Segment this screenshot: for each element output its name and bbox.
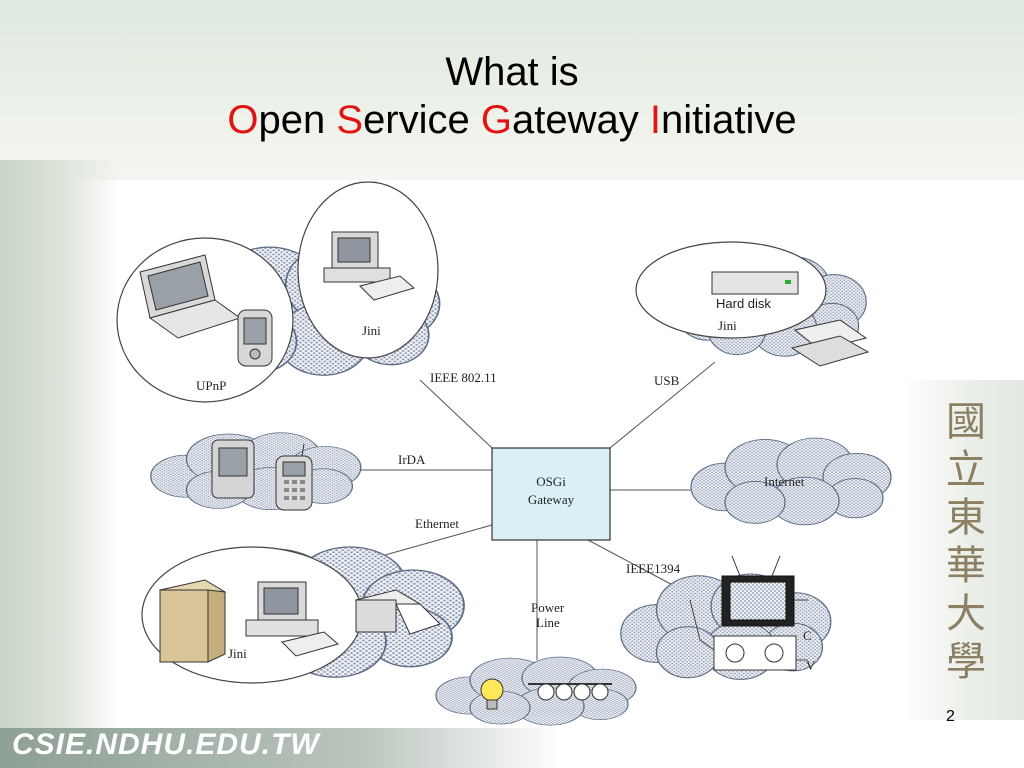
title-initial-i: I <box>649 98 661 142</box>
label-v: V <box>806 658 816 673</box>
title-word-service: ervice <box>363 98 481 142</box>
title-initial-o: O <box>227 98 259 142</box>
link-label-usb: USB <box>654 373 680 388</box>
title-line-1: What is <box>445 50 579 94</box>
campus-photo-banner <box>0 0 1024 180</box>
laptop-icon <box>139 254 242 339</box>
label-jini-top: Jini <box>362 323 381 338</box>
hard-disk-icon <box>711 271 799 295</box>
link-ethernet-line <box>384 524 493 556</box>
link-ieee80211-line <box>419 379 493 449</box>
campus-photo-left <box>0 160 120 768</box>
cloud-irda <box>150 432 362 511</box>
gateway-label-line1: OSGi <box>536 474 566 489</box>
seal-char-5: 大 <box>946 591 986 637</box>
lamp-fixture-icon <box>528 683 612 701</box>
title-word-initiative: nitiative <box>660 98 797 142</box>
title-word-gateway: ateway <box>512 98 650 142</box>
ieee1394-bus-lines <box>689 599 808 661</box>
seal-char-3: 東 <box>946 495 986 541</box>
server-tower-icon <box>158 579 227 663</box>
label-c: C <box>803 628 812 643</box>
light-bulb-icon <box>480 678 504 710</box>
campus-photo-right <box>900 380 1024 720</box>
link-label-ieee80211: IEEE 802.11 <box>430 370 497 385</box>
pda-icon-irda <box>211 439 255 499</box>
seal-char-6: 學 <box>946 639 986 685</box>
title-initial-g: G <box>480 98 512 142</box>
title-word-open: pen <box>258 98 337 142</box>
link-label-power-line-1: Power <box>531 600 565 615</box>
label-hard-disk: Hard disk <box>716 296 771 311</box>
seal-char-1: 國 <box>946 399 986 445</box>
vcr-icon <box>713 635 797 671</box>
pda-icon <box>237 309 273 367</box>
link-ieee1394-line <box>587 539 683 591</box>
osgi-gateway-box <box>491 447 611 541</box>
university-seal-text: 國 立 東 華 大 學 <box>936 398 996 686</box>
television-icon <box>721 555 795 627</box>
slide-title: What is Open Service Gateway Initiative <box>0 48 1024 144</box>
seal-char-2: 立 <box>946 447 986 493</box>
gateway-label-line2: Gateway <box>528 492 575 507</box>
mobile-phone-icon <box>275 443 313 511</box>
seal-char-4: 華 <box>946 543 986 589</box>
footer-site-name: CSIE.NDHU.EDU.TW <box>12 728 320 761</box>
title-initial-s: S <box>336 98 364 142</box>
link-label-ieee1394: IEEE1394 <box>626 561 681 576</box>
desktop-computer-icon-ethernet <box>245 581 340 657</box>
link-label-irda: IrDA <box>398 452 426 467</box>
label-upnp: UPnP <box>196 378 226 393</box>
title-line-2: Open Service Gateway Initiative <box>0 96 1024 144</box>
link-usb-line <box>609 361 716 449</box>
page-number: 2 <box>946 708 955 725</box>
label-jini-ethernet: Jini <box>228 646 247 661</box>
label-internet: Internet <box>764 474 805 489</box>
printer-icon <box>354 589 441 635</box>
footer-band <box>0 728 1024 768</box>
scanner-icon <box>790 319 870 367</box>
link-label-ethernet: Ethernet <box>415 516 459 531</box>
label-jini-usb: Jini <box>718 318 737 333</box>
link-label-power-line-2: Line <box>536 615 560 630</box>
desktop-computer-icon-top <box>323 231 416 301</box>
